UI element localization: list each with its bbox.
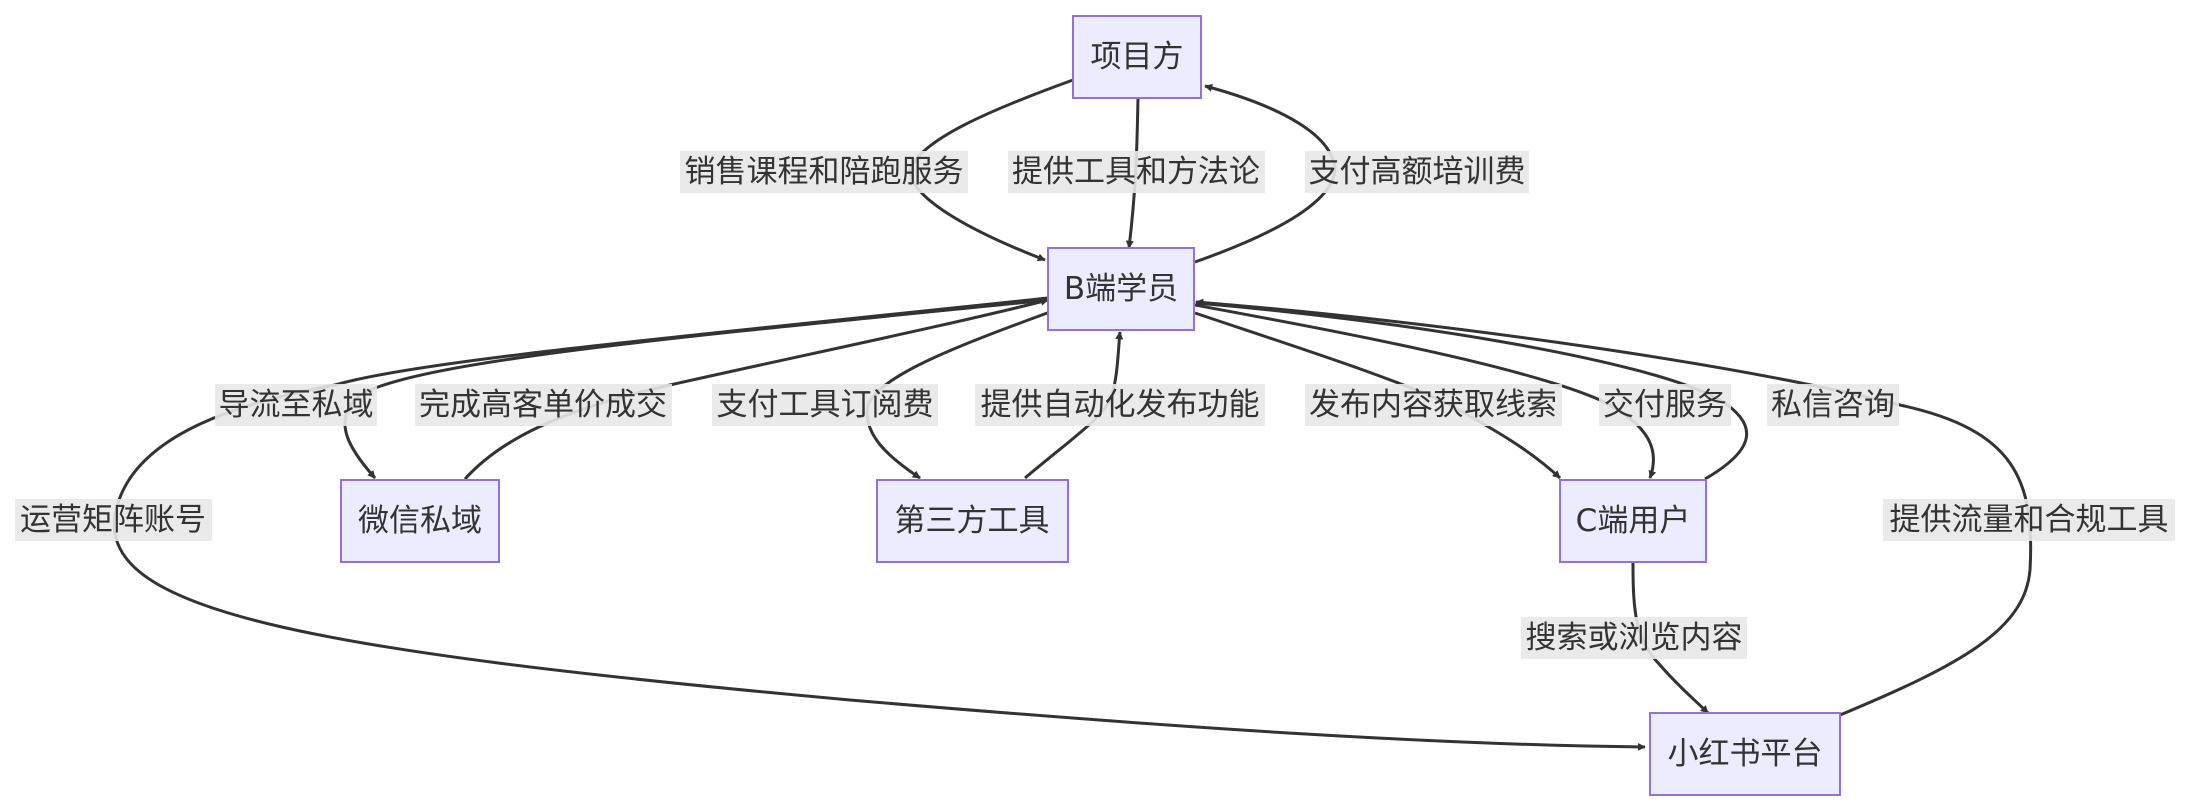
- node-third-party-tool[interactable]: 第三方工具: [876, 479, 1069, 563]
- edge-label-search-browse: 搜索或浏览内容: [1521, 617, 1747, 659]
- edge-label-sell-courses: 销售课程和陪跑服务: [680, 151, 968, 193]
- edge-label-publish-content: 发布内容获取线索: [1305, 384, 1562, 426]
- node-label: 微信私域: [358, 503, 482, 539]
- edge-label-text: 提供工具和方法论: [1012, 154, 1260, 190]
- edge-label-pay-training-fee: 支付高额培训费: [1305, 151, 1529, 193]
- edge-high-value-deal: [463, 297, 1049, 481]
- edge-label-text: 完成高客单价成交: [419, 387, 667, 423]
- edge-label-text: 发布内容获取线索: [1309, 387, 1557, 423]
- edge-deliver-service: [1194, 303, 1657, 479]
- edge-label-provide-tools-methodology: 提供工具和方法论: [1008, 151, 1265, 193]
- node-label: 项目方: [1091, 39, 1184, 75]
- edge-label-text: 提供自动化发布功能: [981, 387, 1260, 423]
- edge-label-text: 搜索或浏览内容: [1526, 620, 1743, 656]
- edge-traffic-compliance: [1195, 298, 2033, 717]
- node-label: B端学员: [1064, 271, 1178, 307]
- node-project-side[interactable]: 项目方: [1072, 15, 1202, 99]
- node-wechat-private[interactable]: 微信私域: [340, 479, 500, 563]
- edge-label-traffic-compliance: 提供流量和合规工具: [1883, 499, 2175, 541]
- edge-private-consult: [1195, 299, 1749, 481]
- node-label: 小红书平台: [1668, 736, 1823, 772]
- edge-label-text: 运营矩阵账号: [20, 502, 206, 538]
- edge-label-text: 交付服务: [1603, 387, 1727, 423]
- edge-label-private-consult: 私信咨询: [1767, 384, 1899, 426]
- edge-label-text: 支付高额培训费: [1309, 154, 1526, 190]
- edge-label-deliver-service: 交付服务: [1599, 384, 1731, 426]
- edge-label-high-value-deal: 完成高客单价成交: [415, 384, 672, 426]
- node-xiaohongshu-platform[interactable]: 小红书平台: [1649, 712, 1841, 796]
- edge-label-text: 私信咨询: [1771, 387, 1895, 423]
- edge-label-auto-publish: 提供自动化发布功能: [975, 384, 1265, 426]
- edge-label-text: 销售课程和陪跑服务: [685, 154, 964, 190]
- edge-labels: 销售课程和陪跑服务 提供工具和方法论 支付高额培训费 导流至私域 完成高客单价成…: [15, 151, 2175, 659]
- edge-divert-to-private: [343, 298, 1049, 479]
- edge-divert-and-operate: [112, 296, 1646, 751]
- edge-search-browse: [1631, 562, 1710, 715]
- edge-label-text: 提供流量和合规工具: [1890, 502, 2169, 538]
- edge-label-pay-tool-subscription: 支付工具订阅费: [712, 384, 938, 426]
- node-label: C端用户: [1576, 503, 1691, 539]
- node-b-side-student[interactable]: B端学员: [1047, 247, 1195, 331]
- edge-label-divert-to-private: 导流至私域: [215, 384, 377, 426]
- nodes: 项目方 B端学员 微信私域 第三方工具 C端用户 小红书平台: [340, 15, 1841, 796]
- edge-label-text: 支付工具订阅费: [717, 387, 934, 423]
- edge-label-text: 导流至私域: [219, 387, 374, 423]
- node-label: 第三方工具: [895, 503, 1050, 539]
- node-c-side-user[interactable]: C端用户: [1559, 479, 1707, 563]
- edge-label-operate-matrix: 运营矩阵账号: [15, 499, 212, 541]
- edges: [112, 78, 2033, 751]
